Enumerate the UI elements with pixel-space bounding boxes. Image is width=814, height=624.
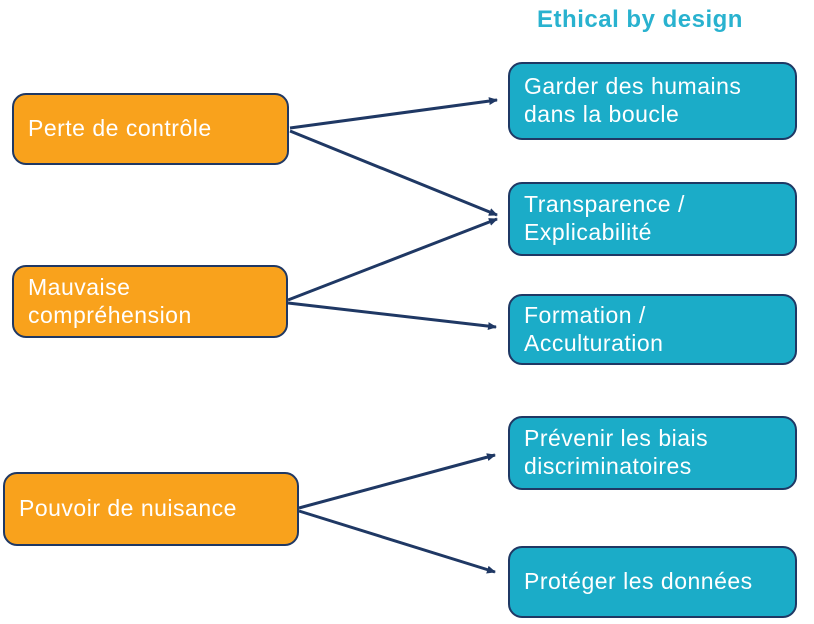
arrow-perte-garder bbox=[289, 97, 498, 130]
measure-label-proteger-donnees: Protéger les données bbox=[524, 568, 753, 595]
measure-box-proteger-donnees: Protéger les données bbox=[508, 546, 797, 618]
risk-label-perte-de-controle: Perte de contrôle bbox=[28, 115, 212, 142]
measure-box-prevenir-biais: Prévenir les biais discriminatoires bbox=[508, 416, 797, 490]
measure-label-transparence-explicabilite: Transparence / Explicabilité bbox=[524, 191, 685, 245]
risk-box-mauvaise-comprehension: Mauvaise compréhension bbox=[12, 265, 288, 338]
risk-box-pouvoir-de-nuisance: Pouvoir de nuisance bbox=[3, 472, 299, 546]
risk-label-pouvoir-de-nuisance: Pouvoir de nuisance bbox=[19, 495, 237, 522]
risk-box-perte-de-controle: Perte de contrôle bbox=[12, 93, 289, 165]
measure-box-formation-acculturation: Formation / Acculturation bbox=[508, 294, 797, 365]
measure-box-transparence-explicabilite: Transparence / Explicabilité bbox=[508, 182, 797, 256]
arrow-perte-transparence bbox=[289, 129, 498, 217]
arrow-pouvoir-proteger bbox=[298, 509, 496, 574]
diagram-title: Ethical by design bbox=[537, 6, 743, 33]
measure-label-formation-acculturation: Formation / Acculturation bbox=[524, 301, 664, 356]
measure-box-garder-humains-boucle: Garder des humains dans la boucle bbox=[508, 62, 797, 140]
arrow-pouvoir-prevenir bbox=[298, 453, 496, 510]
risk-label-mauvaise-comprehension: Mauvaise compréhension bbox=[28, 273, 192, 328]
arrow-mauvaise-formation bbox=[287, 301, 497, 331]
measure-label-garder-humains-boucle: Garder des humains dans la boucle bbox=[524, 73, 742, 127]
arrow-mauvaise-transparence bbox=[287, 217, 498, 302]
measure-label-prevenir-biais: Prévenir les biais discriminatoires bbox=[524, 425, 709, 479]
